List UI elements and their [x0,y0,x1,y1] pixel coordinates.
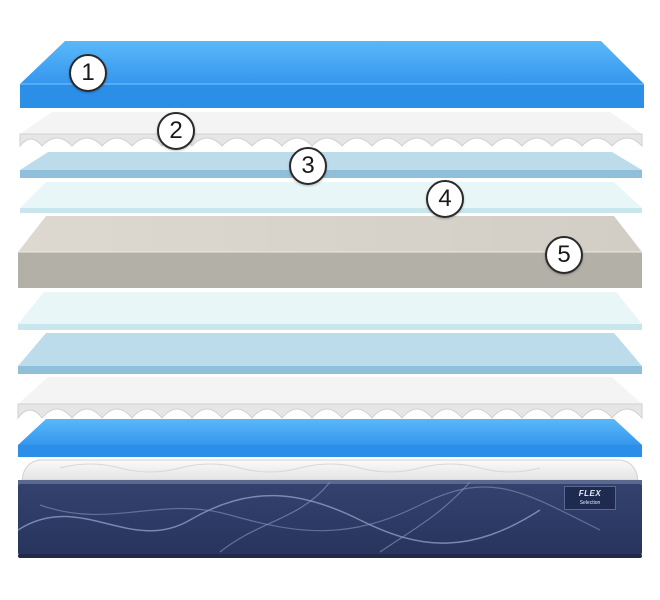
mattress-base [17,459,642,558]
layer-number-5: 5 [557,241,571,268]
layer-number-3: 3 [301,152,315,179]
layer-number-badge-4: 4 [426,180,464,218]
layer-blue-gel-top [20,41,644,108]
layer-number-badge-3: 3 [289,147,327,185]
layer-number-1: 1 [81,59,95,86]
layer-taupe-core [18,216,642,288]
layer-light-blue-top [20,152,642,178]
layer-light-blue-bottom [18,333,642,374]
layer-pale-cyan-bottom [18,292,642,330]
brand-name: FLEX [578,489,602,498]
layer-blue-gel-bottom [18,419,642,457]
layer-number-2: 2 [169,117,183,144]
brand-line: Selection [579,500,601,506]
layer-number-badge-5: 5 [545,236,583,274]
layer-white-eggcrate-bottom [17,377,643,420]
layer-number-badge-2: 2 [157,112,195,150]
brand-label: FLEX Selection [564,486,616,510]
layer-number-badge-1: 1 [69,54,107,92]
layer-number-4: 4 [438,185,452,212]
layer-pale-cyan-top [20,182,642,213]
layer-white-eggcrate-top [19,112,643,148]
